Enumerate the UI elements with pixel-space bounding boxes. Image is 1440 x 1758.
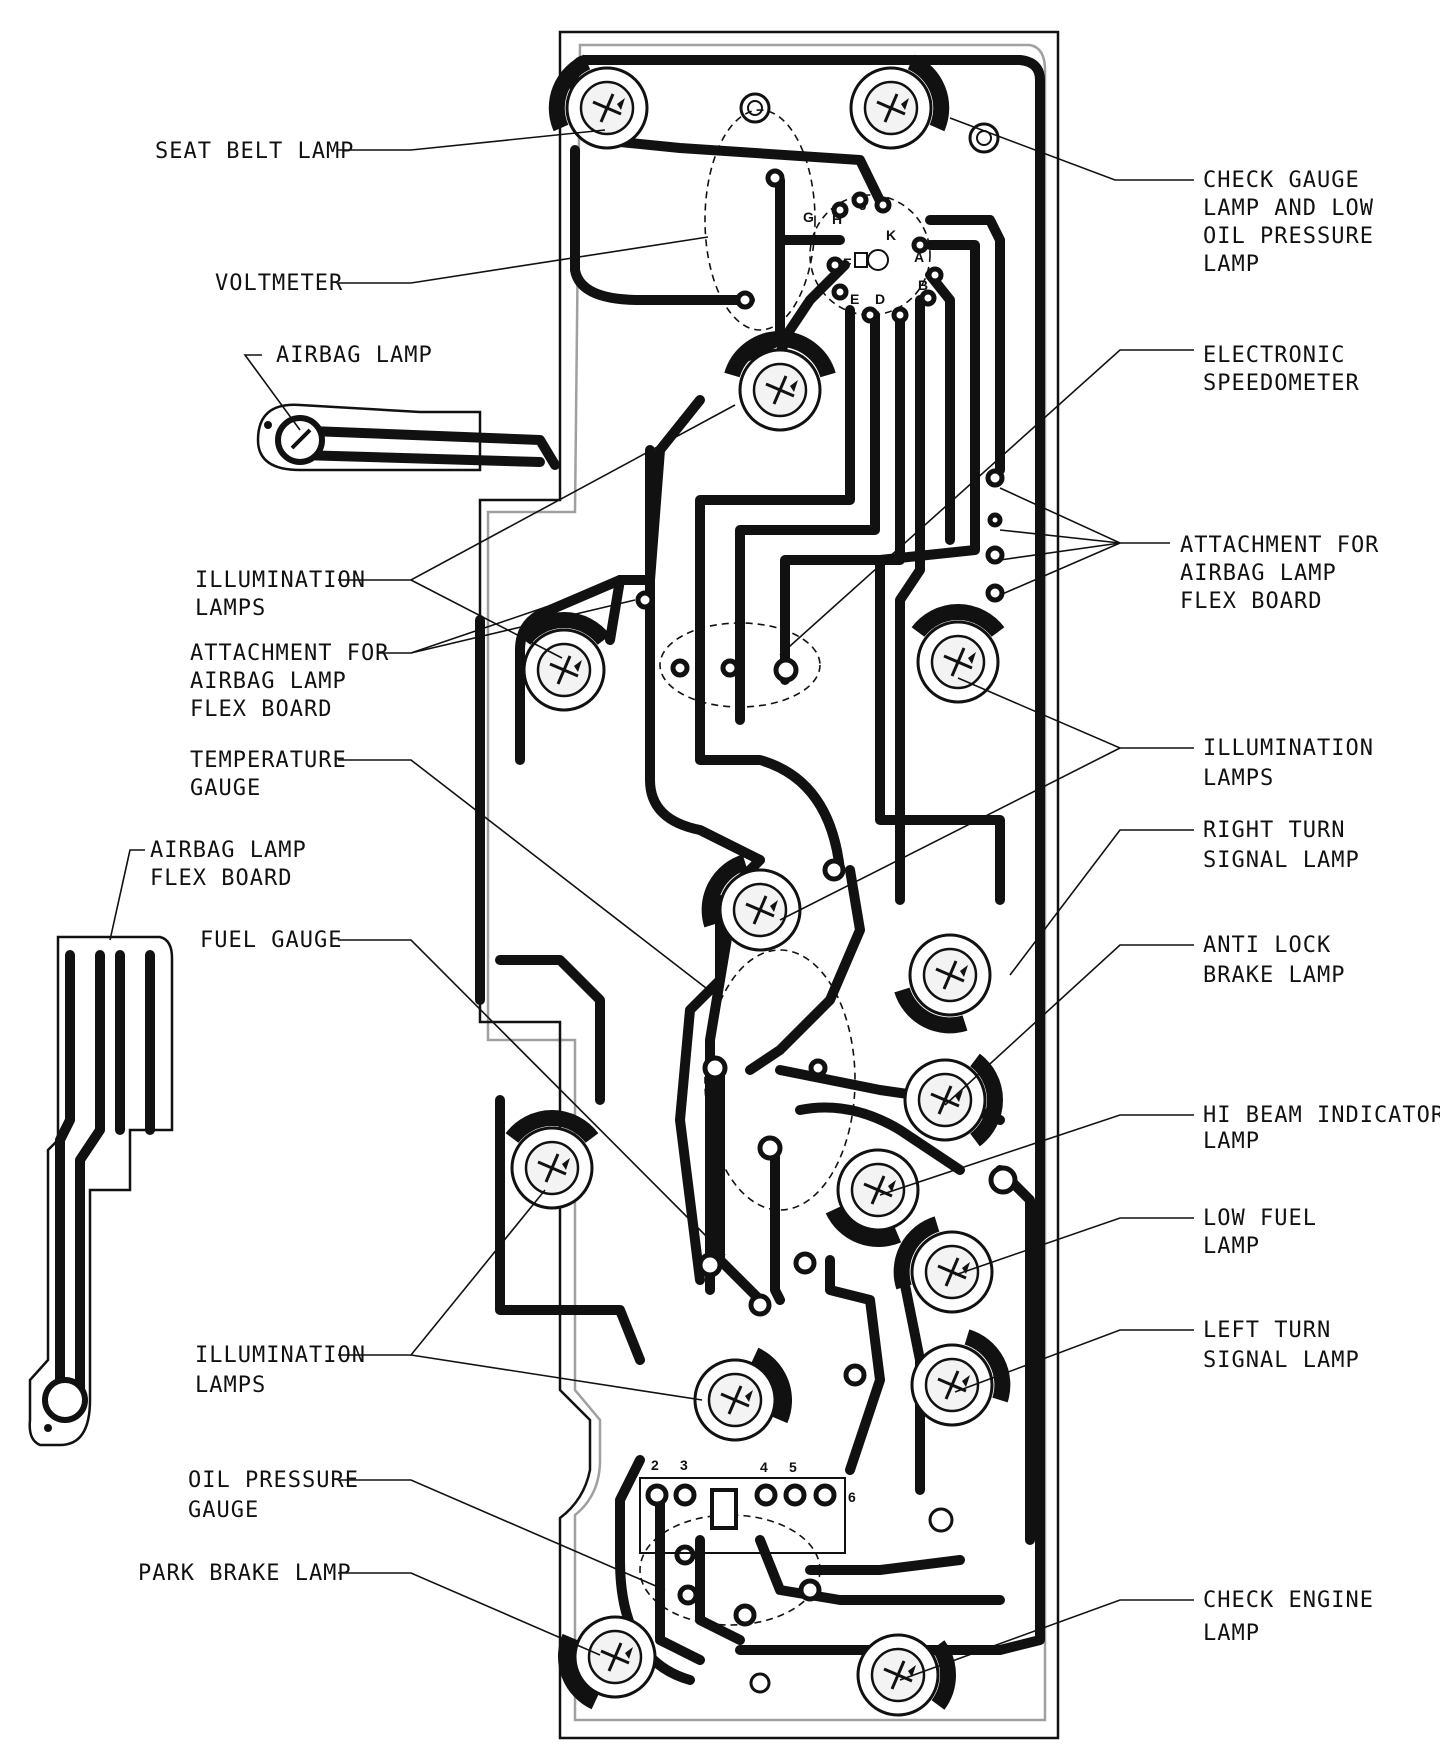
label-anti-lock-a: ANTI LOCK (1203, 933, 1331, 958)
label-low-fuel-b: LAMP (1203, 1234, 1260, 1259)
label-flex-board-a: AIRBAG LAMP (150, 838, 307, 863)
terminal-4: 4 (760, 1459, 768, 1475)
leader-lines (109, 117, 1194, 1681)
park-brake-lamp-socket (558, 1615, 657, 1710)
speedometer-connector (809, 194, 931, 316)
pin-k: K (886, 227, 896, 243)
illumination-lamp-right-socket (911, 604, 1005, 704)
label-flex-board-b: FLEX BOARD (150, 866, 292, 891)
check-gauge-lamp-socket (849, 54, 950, 150)
terminal-5: 5 (789, 1459, 797, 1475)
anti-lock-lamp-socket (903, 1053, 1003, 1147)
label-electronic-speedo-b: SPEEDOMETER (1203, 371, 1360, 396)
illumination-lamp-top-socket (724, 331, 836, 432)
label-attach-left-a: ATTACHMENT FOR (190, 641, 389, 666)
label-fuel-gauge: FUEL GAUGE (200, 928, 342, 953)
lower-illumination-lamp-socket (693, 1347, 792, 1442)
label-illumination-lamps-2b: LAMPS (195, 1373, 266, 1398)
label-attach-left-b: AIRBAG LAMP (190, 669, 347, 694)
label-park-brake-lamp: PARK BRAKE LAMP (138, 1561, 352, 1586)
label-check-engine-b: LAMP (1203, 1621, 1260, 1646)
label-check-gauge-d: LAMP (1203, 252, 1260, 277)
label-attach-left-c: FLEX BOARD (190, 697, 332, 722)
label-temperature-gauge-a: TEMPERATURE (190, 748, 347, 773)
label-electronic-speedo-a: ELECTRONIC (1203, 343, 1345, 368)
label-voltmeter: VOLTMETER (215, 271, 343, 296)
pin-b: B (918, 277, 928, 293)
label-oil-pressure-gauge-b: GAUGE (188, 1498, 259, 1523)
label-attach-right-b: AIRBAG LAMP (1180, 561, 1337, 586)
hi-beam-lamp-socket (825, 1148, 920, 1247)
right-turn-lamp-socket (894, 933, 992, 1034)
label-low-fuel-a: LOW FUEL (1203, 1206, 1317, 1231)
pin-h: H (832, 211, 842, 227)
pin-f: F (843, 255, 852, 271)
label-attach-right-c: FLEX BOARD (1180, 589, 1322, 614)
solder-pads (635, 168, 1018, 1627)
label-right-turn-b: SIGNAL LAMP (1203, 848, 1360, 873)
pin-d: D (875, 291, 885, 307)
label-check-gauge-b: LAMP AND LOW (1203, 196, 1374, 221)
label-illumination-lamps-3a: ILLUMINATION (1203, 736, 1374, 761)
terminal-6: 6 (848, 1489, 856, 1505)
label-oil-pressure-gauge-a: OIL PRESSURE (188, 1468, 359, 1493)
terminal-block: 2 3 4 5 6 (639, 1457, 856, 1554)
label-check-gauge-a: CHECK GAUGE (1203, 168, 1360, 193)
label-illumination-lamps-1a: ILLUMINATION (195, 568, 366, 593)
connector-pin-labels: G H J K F A E D B (803, 191, 944, 324)
illumination-lamp-left-socket (517, 612, 611, 712)
label-illumination-lamps-1b: LAMPS (195, 596, 266, 621)
gauge-dashed-outlines (639, 109, 856, 1626)
label-hi-beam-b: LAMP (1203, 1129, 1260, 1154)
temperature-lamp-socket (701, 854, 802, 952)
check-engine-lamp-socket (856, 1633, 956, 1717)
label-illumination-lamps-3b: LAMPS (1203, 766, 1274, 791)
label-anti-lock-b: BRAKE LAMP (1203, 963, 1345, 988)
label-airbag-lamp: AIRBAG LAMP (276, 343, 433, 368)
left-turn-lamp-socket (910, 1329, 1011, 1427)
label-left-turn-a: LEFT TURN (1203, 1318, 1331, 1343)
label-attach-right-a: ATTACHMENT FOR (1180, 533, 1379, 558)
main-circuit-board (478, 30, 1060, 1740)
label-left-turn-b: SIGNAL LAMP (1203, 1348, 1360, 1373)
label-temperature-gauge-b: GAUGE (190, 776, 261, 801)
label-check-gauge-c: OIL PRESSURE (1203, 224, 1374, 249)
pin-g: G (803, 209, 814, 225)
lamp-sockets (505, 54, 1011, 1717)
label-hi-beam-a: HI BEAM INDICATOR (1203, 1103, 1440, 1128)
illumination-lamp-lower-socket (505, 1110, 599, 1210)
label-illumination-lamps-2a: ILLUMINATION (195, 1343, 366, 1368)
label-right-turn-a: RIGHT TURN (1203, 818, 1345, 843)
airbag-lamp-flex-board (28, 935, 174, 1447)
label-check-engine-a: CHECK ENGINE (1203, 1588, 1374, 1613)
callout-labels: SEAT BELT LAMP VOLTMETER AIRBAG LAMP ILL… (138, 139, 1440, 1646)
seat-belt-lamp-socket (548, 54, 649, 150)
low-fuel-lamp-socket (893, 1216, 994, 1314)
airbag-lamp-flex-top (256, 403, 560, 472)
terminal-3: 3 (680, 1457, 688, 1473)
terminal-2: 2 (651, 1457, 659, 1473)
pin-a: A (914, 249, 924, 265)
label-seat-belt-lamp: SEAT BELT LAMP (155, 139, 354, 164)
pin-e: E (850, 291, 859, 307)
